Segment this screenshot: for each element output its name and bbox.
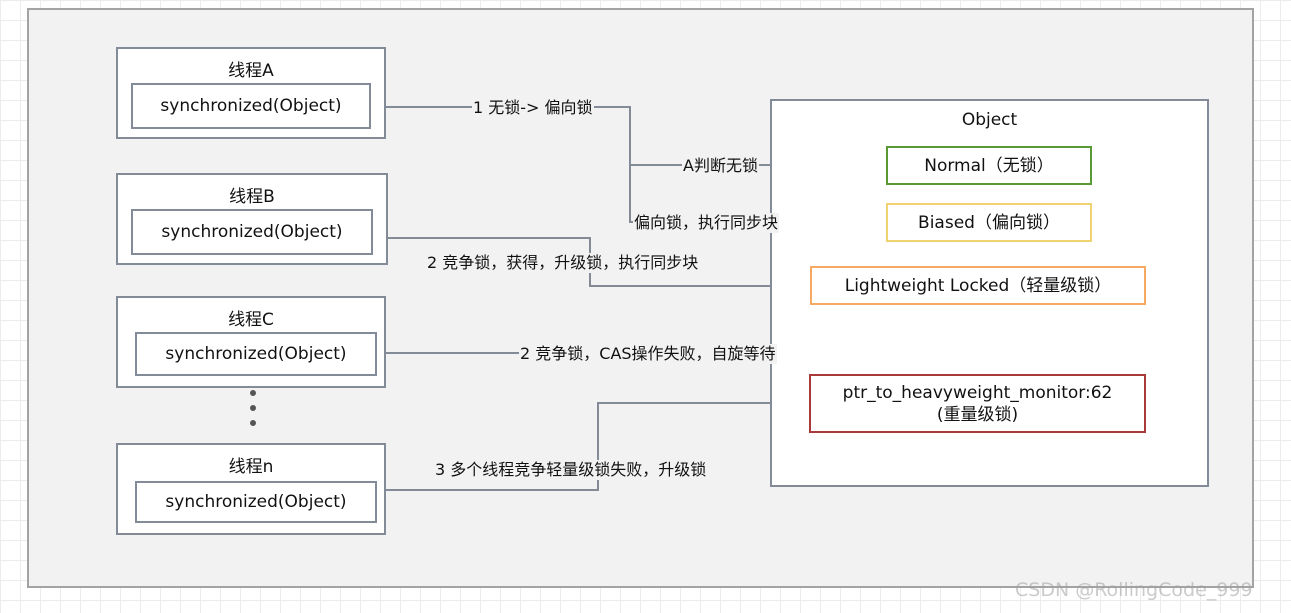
- thread-n-name: 线程n: [228, 457, 274, 477]
- state-normal: Normal（无锁）: [886, 146, 1092, 185]
- thread-a-box: 线程A synchronized(Object): [116, 47, 386, 139]
- thread-c-sync: synchronized(Object): [135, 332, 377, 376]
- thread-c-name: 线程C: [228, 310, 274, 330]
- state-lightweight: Lightweight Locked（轻量级锁）: [810, 266, 1146, 305]
- edge-label-1a: A判断无锁: [682, 156, 759, 176]
- state-heavyweight: ptr_to_heavyweight_monitor:62 (重量级锁): [809, 374, 1146, 433]
- edge-label-2: 2 竞争锁，获得，升级锁，执行同步块: [426, 253, 700, 273]
- state-heavyweight-line1: ptr_to_heavyweight_monitor:62: [842, 382, 1113, 403]
- thread-b-sync: synchronized(Object): [131, 209, 373, 255]
- edge-label-1b: 偏向锁，执行同步块: [633, 213, 780, 233]
- thread-n-sync: synchronized(Object): [135, 481, 377, 523]
- object-title: Object: [961, 110, 1018, 130]
- edge-label-2c: 2 竞争锁，CAS操作失败，自旋等待: [519, 344, 777, 364]
- thread-a-name: 线程A: [228, 61, 274, 81]
- thread-n-box: 线程n synchronized(Object): [116, 443, 386, 535]
- edge-n-heavyweight: [385, 399, 808, 491]
- edge-label-3: 3 多个线程竞争轻量级锁失败，升级锁: [434, 460, 708, 480]
- thread-c-box: 线程C synchronized(Object): [116, 296, 386, 388]
- watermark: CSDN @RollingCode_999: [1015, 579, 1253, 601]
- thread-b-name: 线程B: [229, 187, 275, 207]
- state-heavyweight-line2: (重量级锁): [936, 404, 1019, 425]
- edge-label-1: 1 无锁-> 偏向锁: [472, 98, 594, 118]
- thread-a-sync: synchronized(Object): [131, 83, 371, 129]
- thread-b-box: 线程B synchronized(Object): [116, 173, 388, 265]
- state-biased: Biased（偏向锁）: [886, 203, 1092, 242]
- ellipsis-dots: [250, 390, 260, 435]
- edge-a-main: [385, 106, 631, 165]
